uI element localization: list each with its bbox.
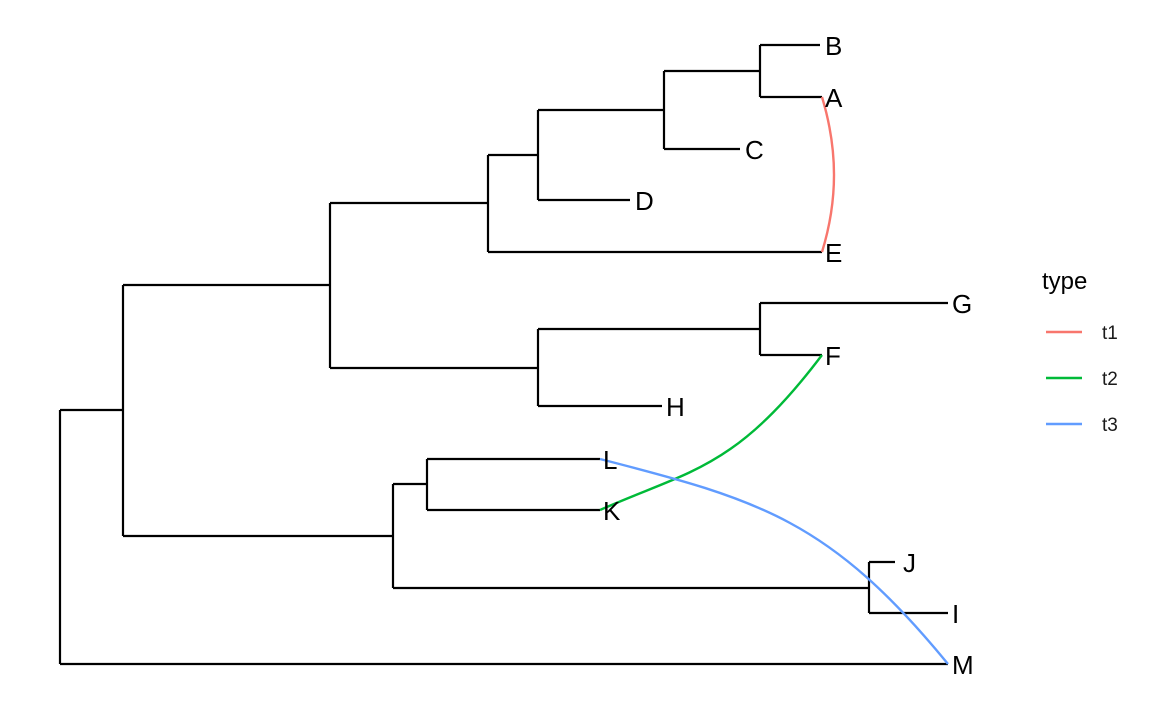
tip-label-i: I — [952, 599, 959, 629]
legend-title: type — [1042, 268, 1087, 295]
tip-label-g: G — [952, 289, 972, 319]
legend-label-t1: t1 — [1102, 323, 1118, 344]
tip-label-a: A — [825, 83, 843, 113]
tip-label-k: K — [603, 496, 621, 526]
tip-label-d: D — [635, 186, 654, 216]
tip-links — [599, 96, 949, 665]
tip-labels: B A C D E G F H L K J I M — [603, 31, 974, 680]
tip-label-m: M — [952, 650, 974, 680]
legend: type t1 t2 t3 — [1042, 268, 1118, 436]
tip-label-b: B — [825, 31, 842, 61]
tip-label-e: E — [825, 238, 842, 268]
tip-label-h: H — [666, 392, 685, 422]
link-t2-k-f — [599, 354, 823, 512]
tip-label-l: L — [603, 445, 617, 475]
legend-label-t2: t2 — [1102, 369, 1118, 390]
tree-branches — [58, 43, 948, 666]
tip-label-c: C — [745, 135, 764, 165]
legend-label-t3: t3 — [1102, 415, 1118, 436]
link-t1-a-e — [820, 96, 836, 253]
link-t3-l-m — [599, 457, 949, 665]
tip-label-f: F — [825, 341, 841, 371]
tip-label-j: J — [903, 548, 916, 578]
